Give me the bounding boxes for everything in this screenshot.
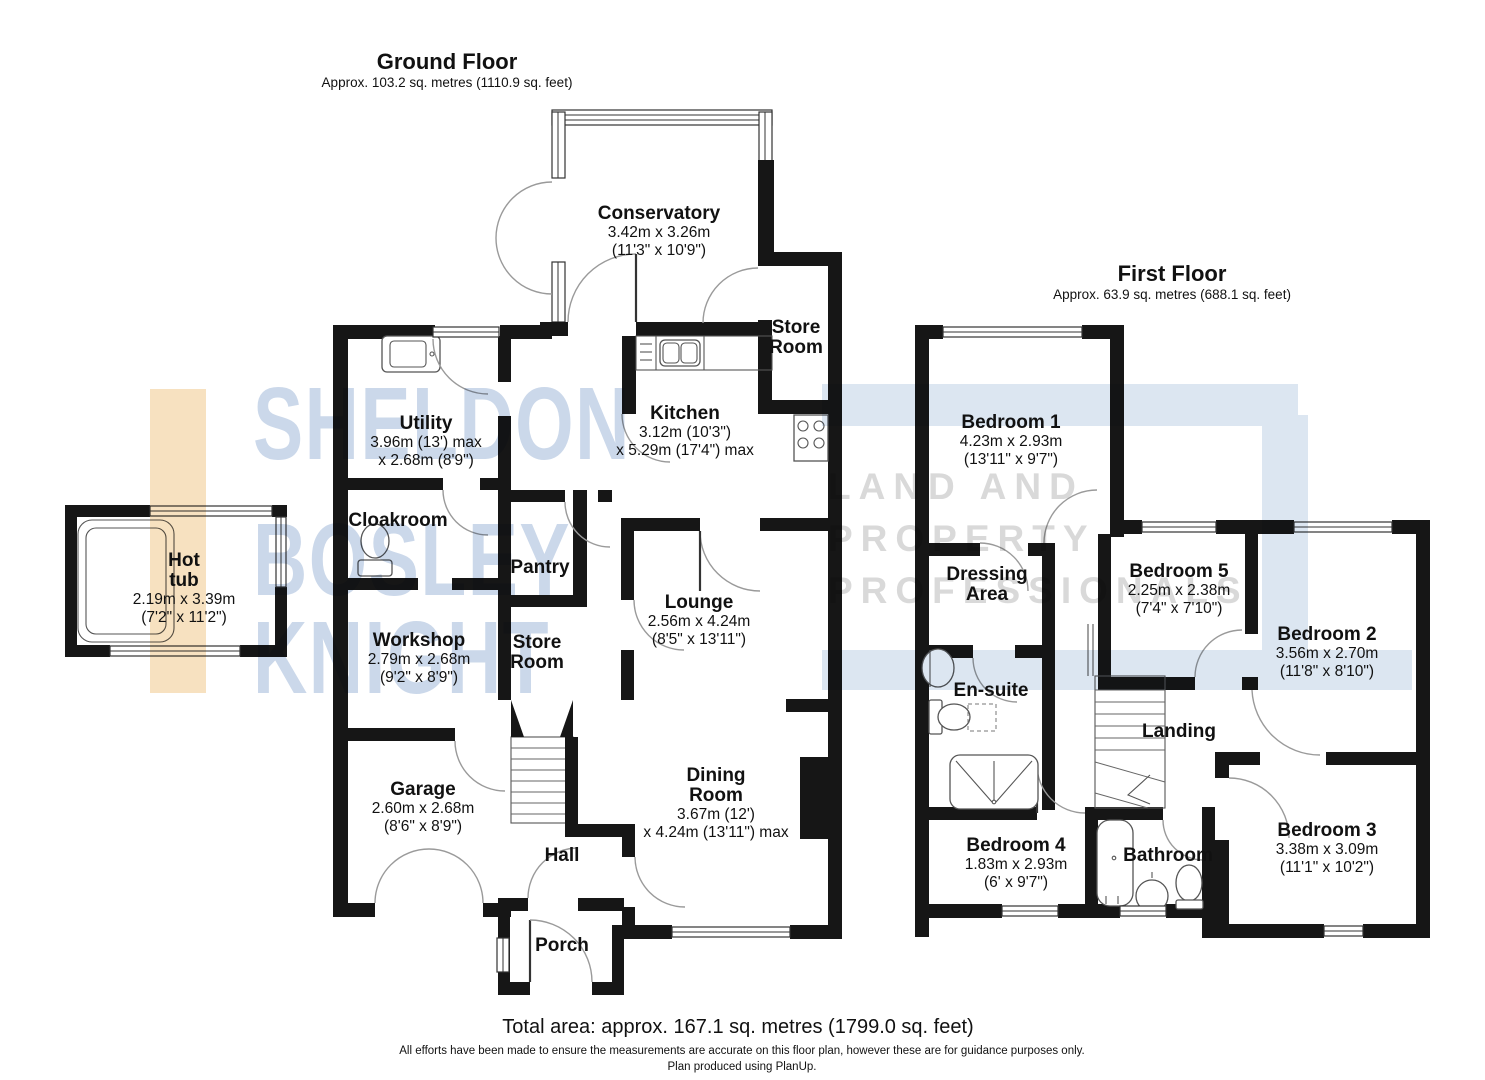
bathroom-sink-icon: [1135, 872, 1169, 913]
room-label-hot-tub: Hot tub 2.19m x 3.39m (7'2" x 11'2"): [132, 550, 236, 626]
disclaimer-text: All efforts have been made to ensure the…: [399, 1045, 1085, 1057]
room-label-ensuite: En-suite: [953, 680, 1029, 701]
room-label-bedroom4: Bedroom 4 1.83m x 2.93m (6' x 9'7"): [964, 835, 1068, 891]
first-floor-header: First Floor Approx. 63.9 sq. metres (688…: [1053, 262, 1291, 304]
bathroom-toilet-icon: [1175, 864, 1204, 910]
hob-icon: [793, 414, 829, 462]
room-label-bedroom2: Bedroom 2 3.56m x 2.70m (11'8" x 8'10"): [1275, 624, 1379, 680]
room-label-conservatory: Conservatory 3.42m x 3.26m (11'3" x 10'9…: [597, 203, 721, 259]
first-floor-area: Approx. 63.9 sq. metres (688.1 sq. feet): [1053, 287, 1291, 302]
room-label-landing: Landing: [1142, 721, 1216, 742]
kitchen-sink-icon: [635, 335, 773, 371]
chimney-breast: [800, 757, 828, 839]
room-label-lounge: Lounge 2.56m x 4.24m (8'5" x 13'11"): [647, 592, 751, 648]
ground-floor-header: Ground Floor Approx. 103.2 sq. metres (1…: [322, 50, 573, 92]
ensuite-toilet-icon: [928, 699, 997, 735]
room-label-workshop: Workshop 2.79m x 2.68m (9'2" x 8'9"): [367, 630, 471, 686]
stairs-ground: [510, 700, 574, 824]
produced-by-text: Plan produced using PlanUp.: [667, 1061, 817, 1073]
toilet-icon: [357, 523, 393, 577]
room-label-hall: Hall: [544, 845, 580, 866]
cloakroom-walls: [348, 478, 510, 590]
room-label-store-room-mid: Store Room: [510, 632, 564, 673]
ensuite-sink-icon: [921, 648, 955, 688]
room-label-dressing-area: Dressing Area: [946, 564, 1028, 605]
room-label-store-room-top: Store Room: [769, 317, 823, 358]
room-label-pantry: Pantry: [510, 557, 570, 578]
room-label-bathroom: Bathroom: [1123, 845, 1213, 866]
stairs-first: [1087, 624, 1166, 809]
room-label-utility: Utility 3.96m (13') max x 2.68m (8'9"): [370, 413, 482, 469]
total-area-text: Total area: approx. 167.1 sq. metres (17…: [502, 1016, 974, 1038]
bath-icon: [1096, 819, 1134, 907]
pantry-walls: [498, 490, 612, 607]
first-floor-title: First Floor: [1117, 261, 1227, 286]
room-label-bedroom5: Bedroom 5 2.25m x 2.38m (7'4" x 7'10"): [1127, 561, 1231, 617]
room-label-bedroom3: Bedroom 3 3.38m x 3.09m (11'1" x 10'2"): [1275, 820, 1379, 876]
room-label-dining-room: Dining Room 3.67m (12') x 4.24m (13'11")…: [643, 765, 789, 841]
ground-floor-plan: [333, 109, 842, 995]
porch-walls: [498, 847, 624, 995]
shower-icon: [949, 754, 1039, 810]
room-label-kitchen: Kitchen 3.12m (10'3") x 5.29m (17'4") ma…: [616, 403, 754, 459]
conservatory-window: [551, 109, 773, 323]
store-room-top-walls: [702, 252, 842, 414]
windows-ground: [432, 326, 791, 973]
room-label-porch: Porch: [535, 935, 589, 956]
ground-floor-area: Approx. 103.2 sq. metres (1110.9 sq. fee…: [321, 75, 573, 90]
room-label-garage: Garage 2.60m x 2.68m (8'6" x 8'9"): [371, 779, 475, 835]
room-label-bedroom1: Bedroom 1 4.23m x 2.93m (13'11" x 9'7"): [959, 412, 1063, 468]
ground-floor-title: Ground Floor: [376, 49, 518, 74]
windows-first: [942, 326, 1393, 937]
sink-icon: [381, 335, 441, 373]
room-label-cloakroom: Cloakroom: [348, 510, 448, 531]
